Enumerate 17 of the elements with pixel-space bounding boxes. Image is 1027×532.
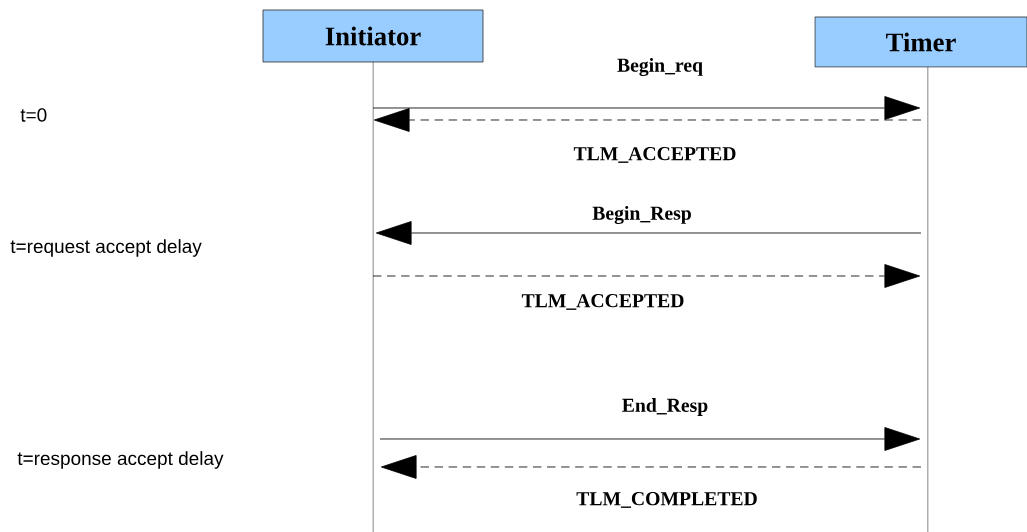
arrow: [372, 264, 921, 288]
arrow: [373, 108, 922, 132]
arrow: [372, 96, 921, 120]
edge-label: Begin_Resp: [592, 206, 691, 224]
edge-label: TLM_ACCEPTED: [521, 294, 684, 310]
lifeline-box: Initiator: [262, 9, 484, 63]
arrow: [375, 221, 922, 245]
edge-label: TLM_ACCEPTED: [573, 147, 736, 163]
lifeline-box: Timer: [814, 16, 1027, 68]
edge-label: Begin_req: [617, 58, 703, 76]
time-label: t=response accept delay: [17, 451, 224, 469]
arrow: [379, 427, 921, 451]
arrow: [380, 455, 922, 479]
edge-label: End_Resp: [622, 398, 708, 416]
time-label: t=request accept delay: [10, 239, 202, 257]
time-label: t=0: [20, 108, 47, 122]
edge-label: TLM_COMPLETED: [576, 492, 757, 508]
